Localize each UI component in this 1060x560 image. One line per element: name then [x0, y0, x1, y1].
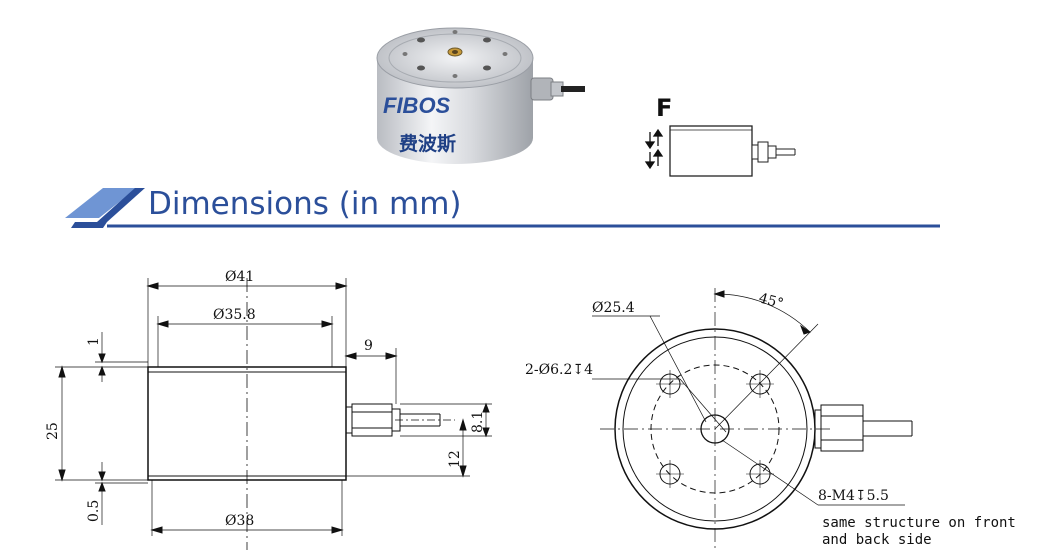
dim-top-step: 1 — [86, 337, 102, 346]
banner-stripe-dark — [97, 188, 145, 222]
technical-drawings: Ø41 Ø35.8 Ø38 9 1 25 0.5 8.1 12 — [45, 269, 913, 550]
dim-threaded-holes: 8-M4↧5.5 — [818, 488, 889, 504]
heading-banner — [65, 188, 940, 228]
dim-cable-dia: 8.1 — [470, 411, 486, 433]
dim-dia-inner: Ø35.8 — [213, 307, 256, 323]
note-line-2: and back side — [822, 532, 932, 548]
load-cell-photo: FIBOS 费波斯 — [376, 27, 585, 164]
dim-bottom-step: 0.5 — [86, 500, 102, 522]
top-view — [592, 288, 913, 550]
dim-height: 25 — [45, 422, 61, 440]
dim-pitch-circle: Ø25.4 — [592, 300, 635, 316]
dim-through-holes: 2-Ø6.2↧4 — [525, 362, 593, 378]
dim-connector-length: 9 — [364, 338, 373, 354]
note-line-1: same structure on front — [822, 515, 1016, 531]
brand-logo-text: FIBOS — [383, 93, 451, 118]
dim-dia-outer: Ø41 — [225, 269, 254, 285]
dim-angle: 45° — [757, 290, 785, 312]
structure-note: same structure on front and back side — [822, 515, 1016, 549]
section-heading: Dimensions (in mm) — [148, 186, 462, 222]
side-view — [55, 278, 492, 550]
force-direction-diagram: F — [644, 94, 796, 177]
banner-stripe-base — [71, 222, 107, 228]
force-symbol: F — [656, 94, 672, 122]
brand-chinese-text: 费波斯 — [399, 132, 456, 155]
dim-dia-bottom: Ø38 — [225, 513, 254, 529]
banner-stripe-light — [65, 188, 137, 218]
dim-connector-center: 12 — [447, 450, 463, 468]
